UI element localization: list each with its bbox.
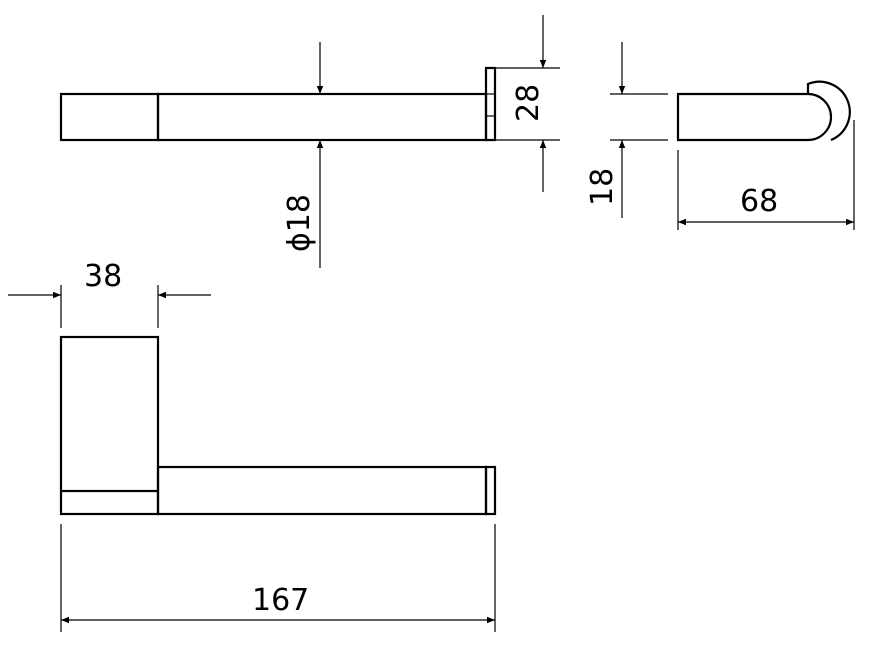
length-167-dimension: 167 (60, 524, 496, 632)
length-167-label: 167 (252, 583, 309, 618)
thickness-28-label: 28 (511, 84, 546, 122)
depth-68-dimension: 68 (677, 120, 855, 230)
top-view-rod (156, 92, 488, 142)
depth-68-label: 68 (740, 184, 778, 219)
side-view-round-head (806, 80, 851, 142)
width-38-dimension: 38 (8, 259, 211, 328)
side-view-profile (676, 92, 833, 142)
front-view: 38 167 (8, 259, 497, 632)
front-view-end-cap (484, 465, 497, 516)
thickness-18-dimension: 18 (585, 42, 668, 218)
top-view-base-block (59, 92, 160, 142)
top-view: ϕ18 28 (59, 15, 560, 268)
thickness-28-dimension: 28 (495, 15, 560, 192)
thickness-18-label: 18 (585, 168, 620, 206)
diameter-dimension: ϕ18 (282, 42, 324, 268)
width-38-label: 38 (84, 259, 122, 294)
front-view-wall-plate (59, 335, 160, 516)
front-view-rod (156, 465, 488, 516)
top-view-end-cap (484, 66, 497, 142)
side-view: 18 68 (585, 42, 855, 230)
diameter-label: ϕ18 (282, 194, 317, 252)
